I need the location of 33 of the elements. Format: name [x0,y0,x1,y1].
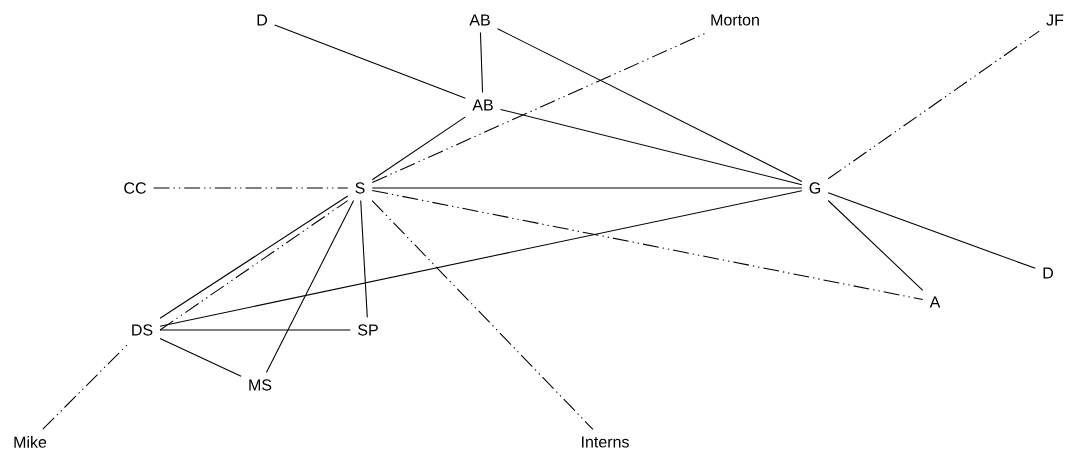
connector-line [479,31,484,94]
connector-line [265,200,355,373]
node-label: Mike [14,436,47,448]
connector-line [371,189,924,301]
node-label: Morton [711,14,759,26]
node-label: Interns [582,436,629,448]
node-label: D [257,14,268,26]
node-label: G [809,182,821,194]
connector-line [152,187,349,189]
node-label: D [1043,267,1053,279]
connector-line [42,342,130,430]
node-label: MS [249,379,272,391]
connector-line [500,108,803,186]
node-label: AB [472,99,493,111]
connector-line [371,200,594,430]
connector-line [159,190,803,327]
node-label: SP [358,324,378,336]
connector-line [371,187,803,189]
node-label: JF [1046,14,1064,26]
connector-line [159,329,351,331]
connector-line [827,30,1040,180]
connector-line [827,199,924,291]
connector-line [827,192,1036,269]
node-label: A [929,296,941,308]
connector-line [371,116,466,181]
node-label: S [355,182,365,194]
connector-line [360,200,368,318]
connector-line [159,337,242,377]
connector-line [497,28,803,182]
node-label: DS [132,324,153,336]
node-label: CC [124,182,146,194]
connector-line [274,24,466,99]
node-label: AB [469,14,490,26]
